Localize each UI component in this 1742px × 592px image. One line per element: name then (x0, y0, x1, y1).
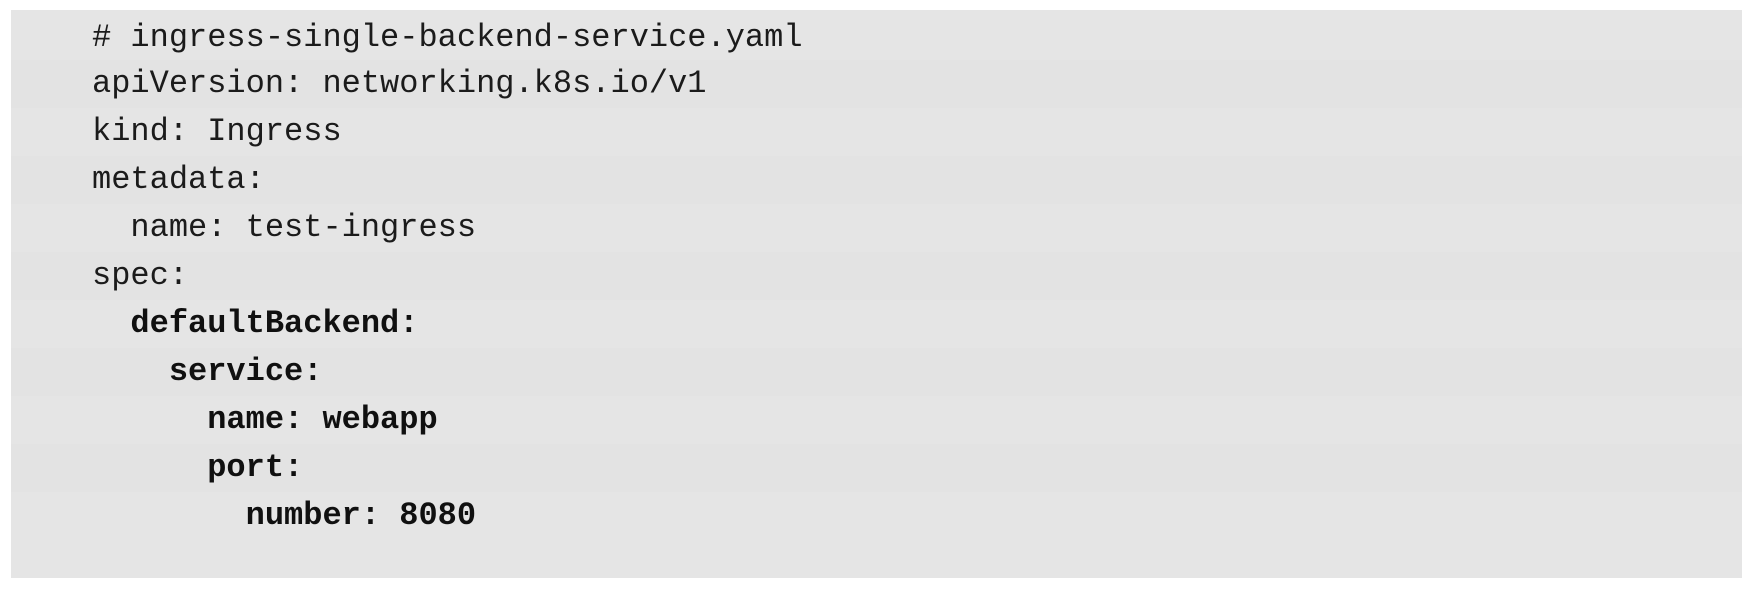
code-line: name: webapp (11, 396, 1742, 444)
code-line: metadata: (11, 156, 1742, 204)
code-line: apiVersion: networking.k8s.io/v1 (11, 60, 1742, 108)
code-line: spec: (11, 252, 1742, 300)
code-line: service: (11, 348, 1742, 396)
code-line: defaultBackend: (11, 300, 1742, 348)
yaml-code-block: # ingress-single-backend-service.yaml ap… (11, 10, 1742, 578)
code-line: port: (11, 444, 1742, 492)
code-line: number: 8080 (11, 492, 1742, 540)
code-line: name: test-ingress (11, 204, 1742, 252)
code-line: kind: Ingress (11, 108, 1742, 156)
code-line: # ingress-single-backend-service.yaml (11, 10, 1742, 60)
